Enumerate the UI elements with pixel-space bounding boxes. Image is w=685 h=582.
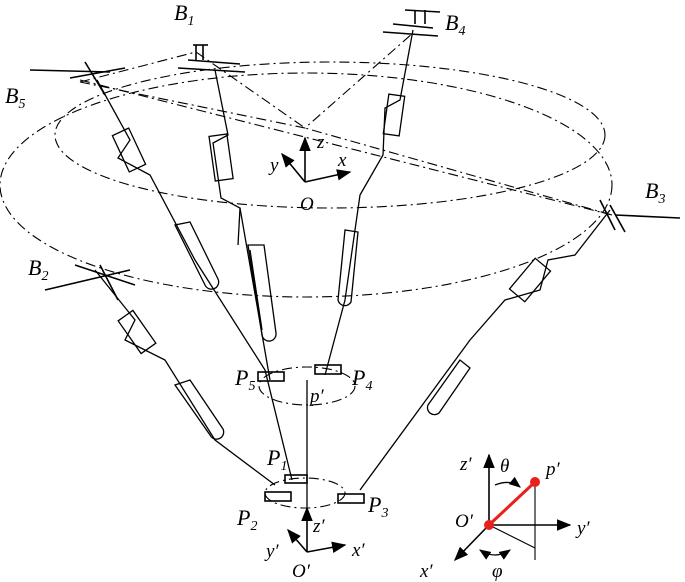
label-p1: P1 [266, 445, 287, 474]
inset-point-dot [530, 477, 540, 487]
platform-joint-p4 [314, 364, 342, 375]
label-upper-x: x [337, 150, 347, 171]
limb-b3 [359, 209, 611, 491]
base-dashdot-line-c [79, 79, 613, 216]
label-inset-x: x′ [419, 561, 433, 582]
label-inset-point: p′ [544, 459, 561, 480]
limb-b5 [96, 79, 293, 481]
base-b1-symbol [177, 44, 246, 73]
inset-origin-dot [484, 520, 494, 530]
platform-joint-p3 [337, 493, 365, 504]
limb-b2 [94, 269, 276, 486]
platform-joint-p5 [257, 371, 285, 382]
label-b3: B3 [645, 178, 665, 207]
base-b4-symbol [382, 9, 441, 37]
label-inset-phi: φ [492, 561, 503, 582]
upper-ellipse-outer [0, 72, 613, 298]
limb-b1 [212, 69, 271, 381]
platform-joint-p2 [264, 491, 292, 502]
base-dashdot-polygon [79, 32, 414, 129]
label-lower-z: z′ [312, 516, 325, 537]
label-inset-z: z′ [459, 454, 472, 475]
label-lower-x: x′ [351, 540, 365, 561]
label-inset-theta: θ [500, 456, 509, 477]
base-dashdot-polyline-b [79, 51, 613, 216]
lower-frame-axes [287, 506, 347, 554]
label-inset-y: y′ [575, 518, 590, 539]
label-b5: B5 [5, 83, 25, 112]
base-b2-symbol [44, 264, 136, 301]
base-b3-symbol [599, 199, 681, 233]
label-lower-origin: O′ [292, 561, 311, 582]
upper-ellipse-inner [54, 61, 606, 209]
platform-joint-p1 [284, 474, 308, 484]
label-p2: P2 [236, 505, 257, 534]
label-upper-z: z [316, 132, 325, 153]
label-b1: B1 [174, 0, 194, 29]
upper-frame-axes [281, 136, 352, 183]
label-inset-origin: O′ [455, 511, 474, 532]
label-upper-origin: O [300, 194, 314, 215]
label-p4: P4 [351, 365, 372, 394]
limb-b1-shaft [237, 207, 263, 331]
label-tool-point: p′ [308, 386, 325, 407]
label-p5: P5 [234, 365, 255, 394]
label-b4: B4 [445, 10, 465, 39]
label-b2: B2 [28, 255, 48, 284]
inset-frame [453, 453, 572, 562]
label-lower-y: y′ [264, 541, 279, 562]
label-p3: P3 [367, 492, 388, 521]
label-upper-y: y [268, 155, 279, 176]
limb-b4 [324, 29, 414, 376]
base-b5-symbol [29, 61, 126, 96]
inset-position-vector [487, 480, 537, 527]
